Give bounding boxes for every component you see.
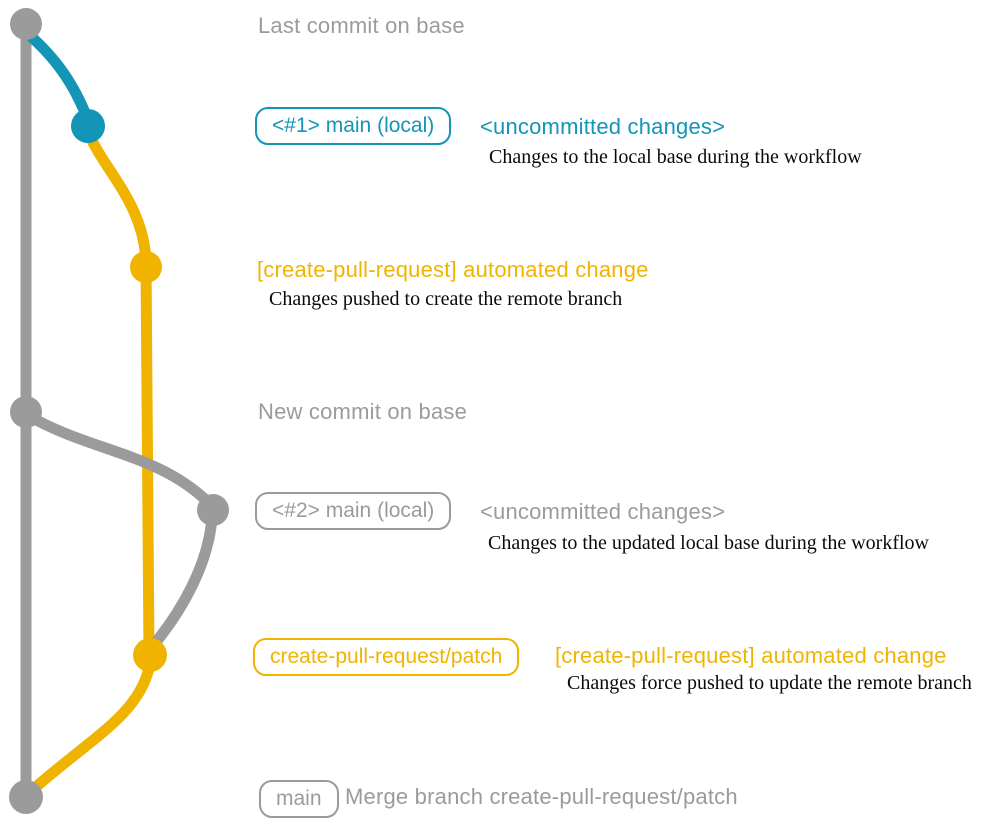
commit-node-patch-1: [130, 251, 162, 283]
badge-label: <#1> main (local): [255, 107, 452, 146]
patch-branch-line: [83, 131, 155, 656]
local-branch-1-line: [22, 27, 94, 122]
automated-change-desc-1: Changes pushed to create the remote bran…: [269, 288, 623, 310]
branch-badge-main-local-1: <#1> main (local): [255, 107, 452, 146]
automated-change-title-2: [create-pull-request] automated change: [555, 643, 947, 668]
automated-change-desc-2: Changes force pushed to update the remot…: [567, 672, 972, 694]
uncommitted-changes-desc-1: Changes to the local base during the wor…: [489, 146, 862, 168]
branch-badge-patch: create-pull-request/patch: [253, 638, 520, 677]
base-update-line-2: [147, 517, 218, 651]
new-commit-label: New commit on base: [258, 399, 468, 424]
git-graph: [9, 8, 229, 814]
commit-node-patch-2: [133, 638, 167, 672]
uncommitted-changes-title-2: <uncommitted changes>: [480, 499, 726, 524]
commit-node-local-2: [197, 494, 229, 526]
merge-commit-label: Merge branch create-pull-request/patch: [345, 784, 738, 809]
last-commit-label: Last commit on base: [258, 13, 465, 38]
base-update-line-1: [26, 411, 213, 507]
commit-node-merge: [9, 780, 43, 814]
commit-node-last-base: [10, 8, 42, 40]
branch-badge-main: main: [259, 780, 339, 819]
commit-node-new-base: [10, 396, 42, 428]
automated-change-title-1: [create-pull-request] automated change: [257, 257, 649, 282]
uncommitted-changes-title-1: <uncommitted changes>: [480, 114, 726, 139]
badge-label: main: [259, 780, 339, 819]
commit-node-local-1: [71, 109, 105, 143]
badge-label: create-pull-request/patch: [253, 638, 520, 677]
branch-badge-main-local-2: <#2> main (local): [255, 492, 452, 531]
uncommitted-changes-desc-2: Changes to the updated local base during…: [488, 532, 929, 554]
merge-line: [25, 666, 155, 798]
badge-label: <#2> main (local): [255, 492, 452, 531]
